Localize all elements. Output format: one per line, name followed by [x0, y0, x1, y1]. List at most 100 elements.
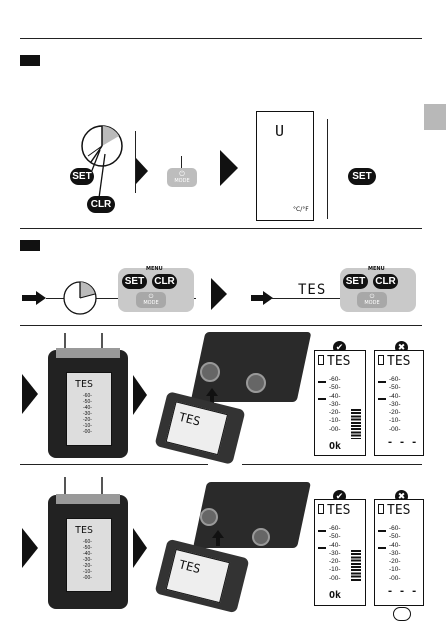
scale-label: -30- [329, 549, 341, 557]
scale-label: -20- [389, 558, 401, 566]
lcd-unit: °C/°F [293, 206, 309, 213]
meter-device-c2: TES [154, 391, 246, 465]
scale-label: -20- [389, 409, 401, 417]
result-scale: -60--50--40--30--20--10--00- [389, 525, 401, 583]
display-text: TES [327, 503, 351, 518]
scale-label: -30- [83, 557, 92, 563]
battery-icon [318, 504, 324, 514]
set-button-a2[interactable]: SET [348, 168, 376, 185]
scale-label: -20- [329, 558, 341, 566]
meter-probe [64, 333, 66, 351]
display-text: TES [387, 354, 411, 369]
clr-button-a[interactable]: CLR [87, 196, 115, 213]
result-display-ok-c: TES -60--50--40--30--20--10--00- Ok [314, 350, 366, 456]
arrow-right-icon [22, 291, 46, 305]
scale-label: -40- [329, 392, 341, 400]
pointer-mark [378, 547, 386, 549]
arrow-right-icon [22, 528, 38, 568]
scale-label: -20- [83, 563, 92, 569]
meter-screen: TES -60--50--40--30--20--10--00- [66, 372, 112, 446]
readout: Ok [329, 441, 342, 452]
scale-label: -10- [329, 566, 341, 574]
scale-label: -00- [389, 574, 401, 582]
arrow-right-icon [251, 291, 273, 305]
mode-label: MODE [143, 300, 159, 306]
result-scale: -60--50--40--30--20--10--00- [329, 525, 341, 583]
pointer-mark [378, 381, 386, 383]
divider-a2 [327, 119, 328, 219]
section-rule-d1 [20, 464, 208, 465]
scale-label: -50- [389, 533, 401, 541]
stopwatch-icon [63, 281, 97, 315]
arrow-right-icon [22, 374, 38, 414]
scale-label: -40- [389, 392, 401, 400]
scale-label: -00- [83, 429, 92, 435]
mode-button-a[interactable]: ⏻ MODE [167, 168, 197, 187]
scale-label: -60- [83, 539, 92, 545]
pointer-mark [318, 530, 326, 532]
meter-text: TES [75, 379, 94, 390]
scale-label: -10- [83, 569, 92, 575]
arrow-up-icon [206, 388, 218, 404]
sample-hole [200, 362, 220, 382]
meter-cap [56, 494, 120, 504]
scale-label: -20- [83, 417, 92, 423]
meter-screen: TES [165, 401, 229, 456]
set-button-a[interactable]: SET [70, 168, 94, 185]
scale-label: -40- [329, 541, 341, 549]
step-marker-b [20, 240, 40, 251]
mode-button-b[interactable]: ⏻ MODE [136, 292, 166, 308]
section-rule-b [20, 228, 422, 229]
scale-label: -60- [83, 393, 92, 399]
power-icon: ⏻ [179, 170, 185, 178]
scale-label: -30- [389, 400, 401, 408]
scale-label: -20- [329, 409, 341, 417]
sample-hole [200, 508, 218, 526]
pointer-mark [378, 530, 386, 532]
scale-label: -40- [83, 551, 92, 557]
meter-probe [101, 333, 103, 351]
section-rule-c [20, 325, 422, 326]
set-button-b2[interactable]: SET [343, 274, 368, 289]
arrow-right-icon [220, 150, 238, 186]
result-scale: -60--50--40--30--20--10--00- [329, 376, 341, 434]
display-text: TES [387, 503, 411, 518]
meter-scale: -60--50--40--30--20--10--00- [83, 393, 92, 435]
scale-label: -40- [389, 541, 401, 549]
battery-icon [318, 355, 324, 365]
readout: - - - [387, 586, 418, 597]
battery-icon [378, 504, 384, 514]
meter-text: TES [177, 557, 202, 577]
display-text: TES [298, 282, 327, 298]
set-button-b[interactable]: SET [122, 274, 147, 289]
display-text: TES [327, 354, 351, 369]
section-rule-d2 [242, 464, 422, 465]
pointer-mark [378, 398, 386, 400]
mode-pointer [181, 156, 182, 168]
readout: Ok [329, 590, 342, 601]
pointer-mark [318, 381, 326, 383]
scale-label: -10- [83, 423, 92, 429]
power-icon: ⏻ [148, 293, 154, 300]
scale-label: -50- [83, 545, 92, 551]
clr-button-b[interactable]: CLR [152, 274, 177, 289]
meter-scale: -60--50--40--30--20--10--00- [83, 539, 92, 581]
result-display-ok-d: TES -60--50--40--30--20--10--00- Ok [314, 499, 366, 606]
menu-label: MENU [146, 266, 163, 272]
meter-text: TES [75, 525, 94, 536]
scale-label: -00- [389, 425, 401, 433]
top-rule [20, 38, 422, 39]
level-bars [351, 409, 361, 439]
side-tab [424, 104, 446, 130]
meter-screen: TES [165, 548, 231, 604]
arrow-right-icon [211, 278, 227, 310]
lcd-char: U [275, 122, 285, 140]
mode-label: MODE [364, 300, 380, 306]
arrow-right-icon [133, 375, 147, 415]
step-marker-a [20, 55, 40, 66]
arrow-right-icon [136, 158, 148, 184]
mode-button-b2[interactable]: ⏻ MODE [357, 292, 387, 308]
clr-button-b2[interactable]: CLR [373, 274, 398, 289]
battery-icon [378, 355, 384, 365]
meter-text: TES [177, 409, 202, 429]
